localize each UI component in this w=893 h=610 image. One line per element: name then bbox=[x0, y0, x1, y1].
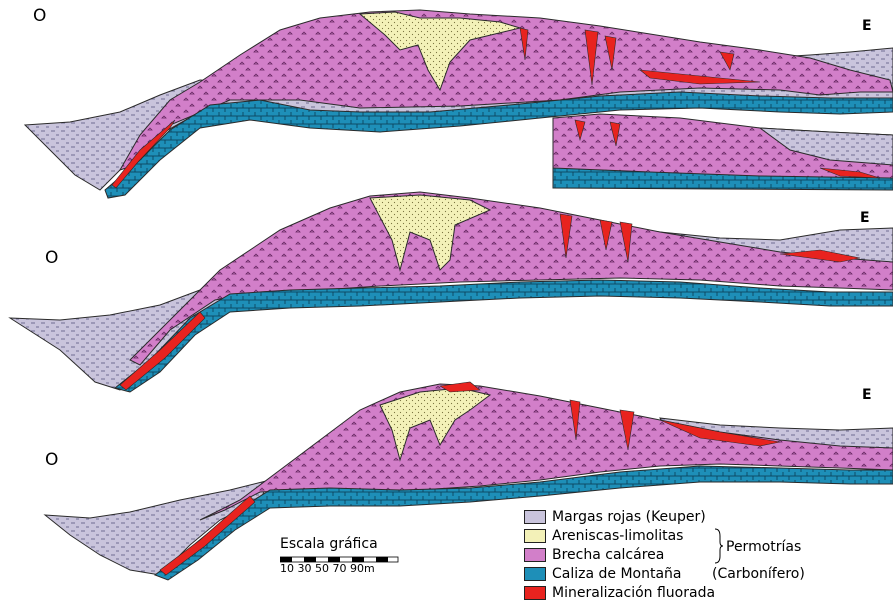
scale-bar: Escala gráfica 10 30 50 70 90m bbox=[280, 536, 420, 586]
legend-item-margas: Margas rojas (Keuper) bbox=[524, 508, 706, 525]
brecha-layer bbox=[130, 192, 893, 365]
legend-label: Mineralización fluorada bbox=[552, 585, 715, 601]
legend-label: Margas rojas (Keuper) bbox=[552, 509, 706, 525]
west-label-1: O bbox=[33, 6, 46, 26]
legend-item-areniscas: Areniscas-limolitas bbox=[524, 527, 683, 544]
legend-label: Areniscas-limolitas bbox=[552, 528, 683, 544]
margas-swatch bbox=[524, 510, 546, 524]
scale-title: Escala gráfica bbox=[280, 536, 420, 552]
section-1 bbox=[25, 10, 893, 198]
brecha-swatch bbox=[524, 548, 546, 562]
legend-item-caliza: Caliza de Montaña bbox=[524, 565, 682, 582]
caliza-swatch bbox=[524, 567, 546, 581]
legend-label: Brecha calcárea bbox=[552, 547, 664, 563]
scale-ruler bbox=[280, 556, 400, 564]
permotrias-label: Permotrías bbox=[726, 539, 801, 555]
legend: Margas rojas (Keuper) Areniscas-limolita… bbox=[524, 508, 884, 608]
legend-label: Caliza de Montaña bbox=[552, 566, 682, 582]
caliza-layer bbox=[115, 280, 893, 392]
section-2 bbox=[10, 192, 893, 392]
areniscas-swatch bbox=[524, 529, 546, 543]
west-label-3: O bbox=[45, 450, 58, 470]
east-label-2: E bbox=[860, 210, 870, 226]
permotrias-brace bbox=[714, 528, 724, 564]
east-label-1: E bbox=[862, 18, 872, 34]
legend-item-fluorita: Mineralización fluorada bbox=[524, 584, 715, 601]
legend-item-brecha: Brecha calcárea bbox=[524, 546, 664, 563]
east-label-3: E bbox=[862, 387, 872, 403]
carbonifero-label: (Carbonífero) bbox=[712, 566, 805, 582]
fluorita-swatch bbox=[524, 586, 546, 600]
west-label-2: O bbox=[45, 248, 58, 268]
